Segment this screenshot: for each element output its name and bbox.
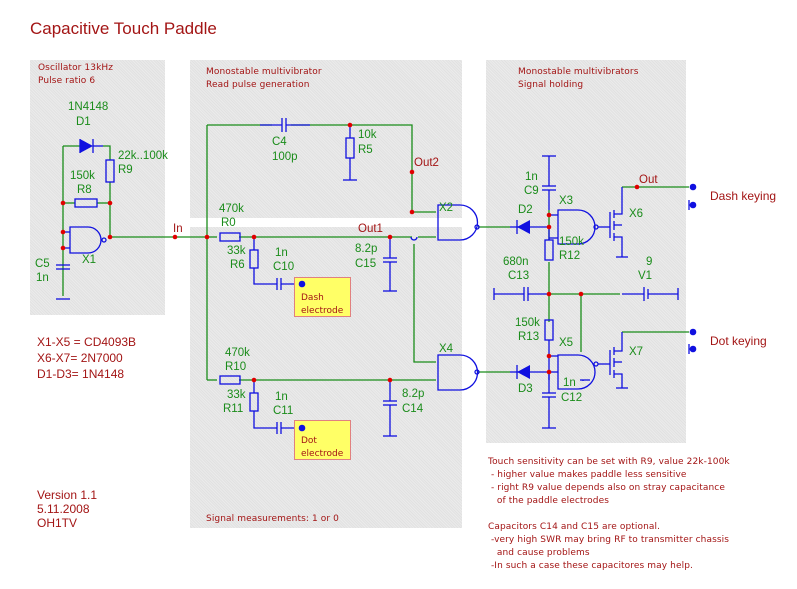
wires: [62, 124, 689, 381]
note-sensitivity-1: Touch sensitivity can be set with R9, va…: [488, 457, 730, 467]
dot-electrode: Dot electrode: [294, 420, 351, 460]
dash-keying-label: Dash keying: [710, 189, 777, 203]
x5-label: X5: [559, 337, 574, 349]
dot-electrode-label-1: Dot: [301, 436, 317, 446]
version-date: 5.11.2008: [37, 502, 90, 516]
c15-label: C15: [355, 258, 377, 270]
net-out2: Out2: [414, 157, 439, 169]
x2-label: X2: [439, 202, 454, 214]
c10-label: C10: [273, 261, 295, 273]
d1-label: D1: [76, 116, 91, 128]
parts-list-3: D1-D3= 1N4148: [37, 367, 125, 381]
r10-label: R10: [225, 361, 247, 373]
version-author: OH1TV: [37, 516, 78, 530]
oscillator-header-1: Oscillator 13kHz: [38, 63, 114, 73]
panel-monostable-hold: [486, 60, 686, 443]
r9-label: R9: [118, 164, 133, 176]
r13-value: 150k: [515, 317, 540, 329]
r6-label: R6: [230, 259, 245, 271]
r12-value: 150k: [559, 236, 584, 248]
c4-label: C4: [272, 136, 287, 148]
hold-header-2: Signal holding: [518, 80, 584, 90]
r13-label: R13: [518, 331, 540, 343]
r11-label: R11: [223, 403, 244, 415]
x6-label: X6: [629, 208, 644, 220]
r0-value: 470k: [219, 203, 244, 215]
parts-list-1: X1-X5 = CD4093B: [37, 335, 137, 349]
junction-nodes: [60, 122, 640, 383]
r8-value: 150k: [70, 170, 95, 182]
note-capacitors-3: and cause problems: [488, 548, 590, 558]
dash-electrode-label-1: Dash: [301, 293, 324, 303]
c13-value: 680n: [503, 256, 529, 268]
x1-label: X1: [82, 254, 97, 266]
r8-label: R8: [77, 184, 92, 196]
page-title: Capacitive Touch Paddle: [30, 19, 217, 38]
x3-label: X3: [559, 195, 574, 207]
c14-value: 8.2p: [402, 388, 425, 400]
c10-value: 1n: [275, 247, 288, 259]
c11-label: C11: [273, 405, 294, 417]
hold-header-1: Monostable multivibrators: [518, 67, 639, 77]
d3-label: D3: [518, 383, 533, 395]
version-label: Version 1.1: [37, 488, 98, 502]
r0-label: R0: [221, 217, 236, 229]
r12-label: R12: [559, 250, 581, 262]
dot-electrode-label-2: electrode: [301, 449, 344, 459]
note-sensitivity-2: - higher value makes paddle less sensiti…: [488, 470, 687, 480]
r6-value: 33k: [227, 245, 246, 257]
c9-label: C9: [524, 185, 539, 197]
read-footer: Signal measurements: 1 or 0: [206, 514, 339, 524]
d1-value: 1N4148: [68, 101, 109, 113]
c5-value: 1n: [36, 272, 49, 284]
net-out1: Out1: [358, 223, 383, 235]
dash-electrode-label-2: electrode: [301, 306, 344, 316]
v1-label: V1: [638, 270, 653, 282]
c15-value: 8.2p: [355, 243, 378, 255]
c4-value: 100p: [272, 151, 298, 163]
c11-value: 1n: [275, 391, 288, 403]
oscillator-header-2: Pulse ratio 6: [38, 76, 96, 86]
note-capacitors-4: -In such a case these capacitores may he…: [488, 561, 693, 571]
r9-value: 22k..100k: [118, 150, 168, 162]
signal-strip: [165, 218, 485, 227]
dot-keying-label: Dot keying: [710, 334, 767, 348]
panel-oscillator: [30, 60, 165, 315]
net-out: Out: [639, 174, 658, 186]
r5-label: R5: [358, 144, 373, 156]
x7-label: X7: [629, 346, 644, 358]
d2-label: D2: [518, 204, 533, 216]
read-header-2: Read pulse generation: [206, 80, 310, 90]
net-in: In: [173, 223, 183, 235]
c12-label: C12: [561, 392, 583, 404]
c14-label: C14: [402, 403, 424, 415]
c5-label: C5: [35, 258, 50, 270]
note-capacitors-1: Capacitors C14 and C15 are optional.: [488, 522, 661, 532]
parts-list-2: X6-X7= 2N7000: [37, 351, 123, 365]
note-sensitivity-4: of the paddle electrodes: [488, 496, 610, 506]
c9-value: 1n: [525, 171, 538, 183]
c13-label: C13: [508, 270, 530, 282]
x4-label: X4: [439, 343, 454, 355]
v1-value: 9: [646, 256, 653, 268]
r11-value: 33k: [227, 389, 246, 401]
c12-value: 1n: [563, 377, 576, 389]
read-header-1: Monostable multivibrator: [206, 67, 322, 77]
r5-value: 10k: [358, 129, 377, 141]
r10-value: 470k: [225, 347, 250, 359]
note-capacitors-2: -very high SWR may bring RF to transmitt…: [488, 535, 730, 545]
note-sensitivity-3: - right R9 value depends also on stray c…: [488, 483, 725, 493]
